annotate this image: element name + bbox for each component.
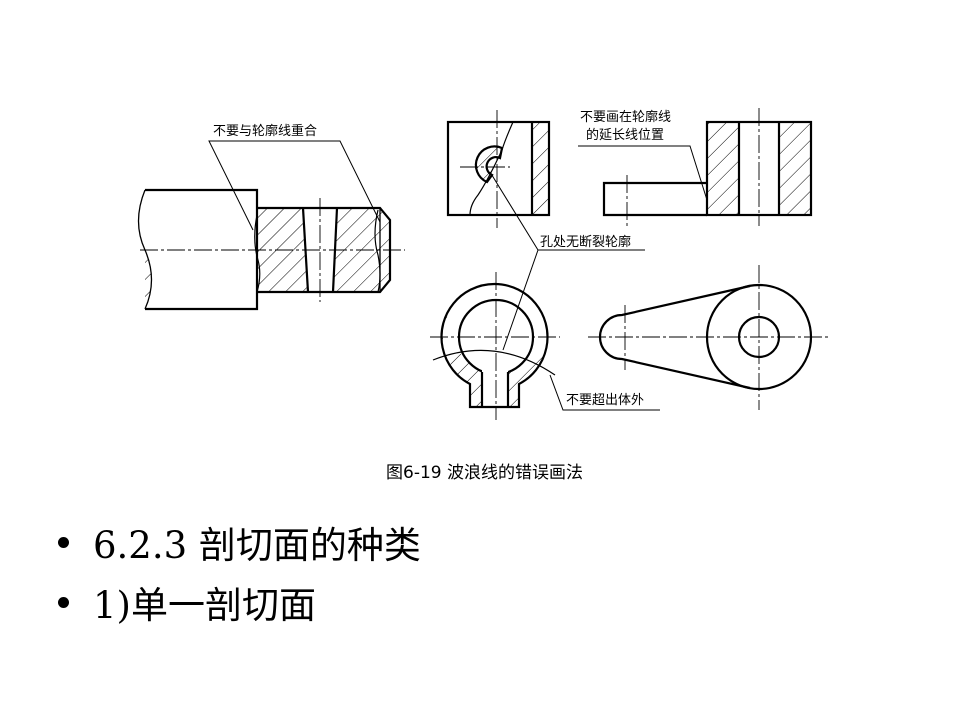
center-lines bbox=[140, 108, 828, 420]
wave-line-error-drawing: 不要与轮廓线重合 不要画在轮廓线 的延长线位置 孔处无断裂轮廓 不要超出体外 bbox=[137, 108, 828, 420]
label-hole-no-break: 孔处无断裂轮廓 bbox=[540, 234, 631, 250]
bullet-text: 6.2.3 剖切面的种类 bbox=[93, 524, 421, 567]
shaft-section-view bbox=[137, 188, 392, 311]
bullet-dot-icon bbox=[58, 536, 69, 548]
label-no-overlap: 不要与轮廓线重合 bbox=[213, 123, 317, 139]
ring-view bbox=[432, 282, 556, 409]
block-front-view bbox=[446, 120, 551, 217]
label-not-outside: 不要超出体外 bbox=[566, 393, 644, 408]
bullet-dot-icon bbox=[58, 596, 69, 608]
leader-lines bbox=[208, 140, 708, 411]
label-not-extension-2: 的延长线位置 bbox=[586, 127, 664, 143]
bracket-section-view bbox=[602, 120, 813, 217]
bullet-item: 1)单一剖切面 bbox=[58, 575, 316, 629]
figure-caption: 图6-19 波浪线的错误画法 bbox=[386, 463, 583, 483]
label-not-extension-1: 不要画在轮廓线 bbox=[580, 109, 671, 125]
bullet-text: 1)单一剖切面 bbox=[93, 584, 316, 627]
bullet-item: 6.2.3 剖切面的种类 bbox=[58, 515, 421, 569]
